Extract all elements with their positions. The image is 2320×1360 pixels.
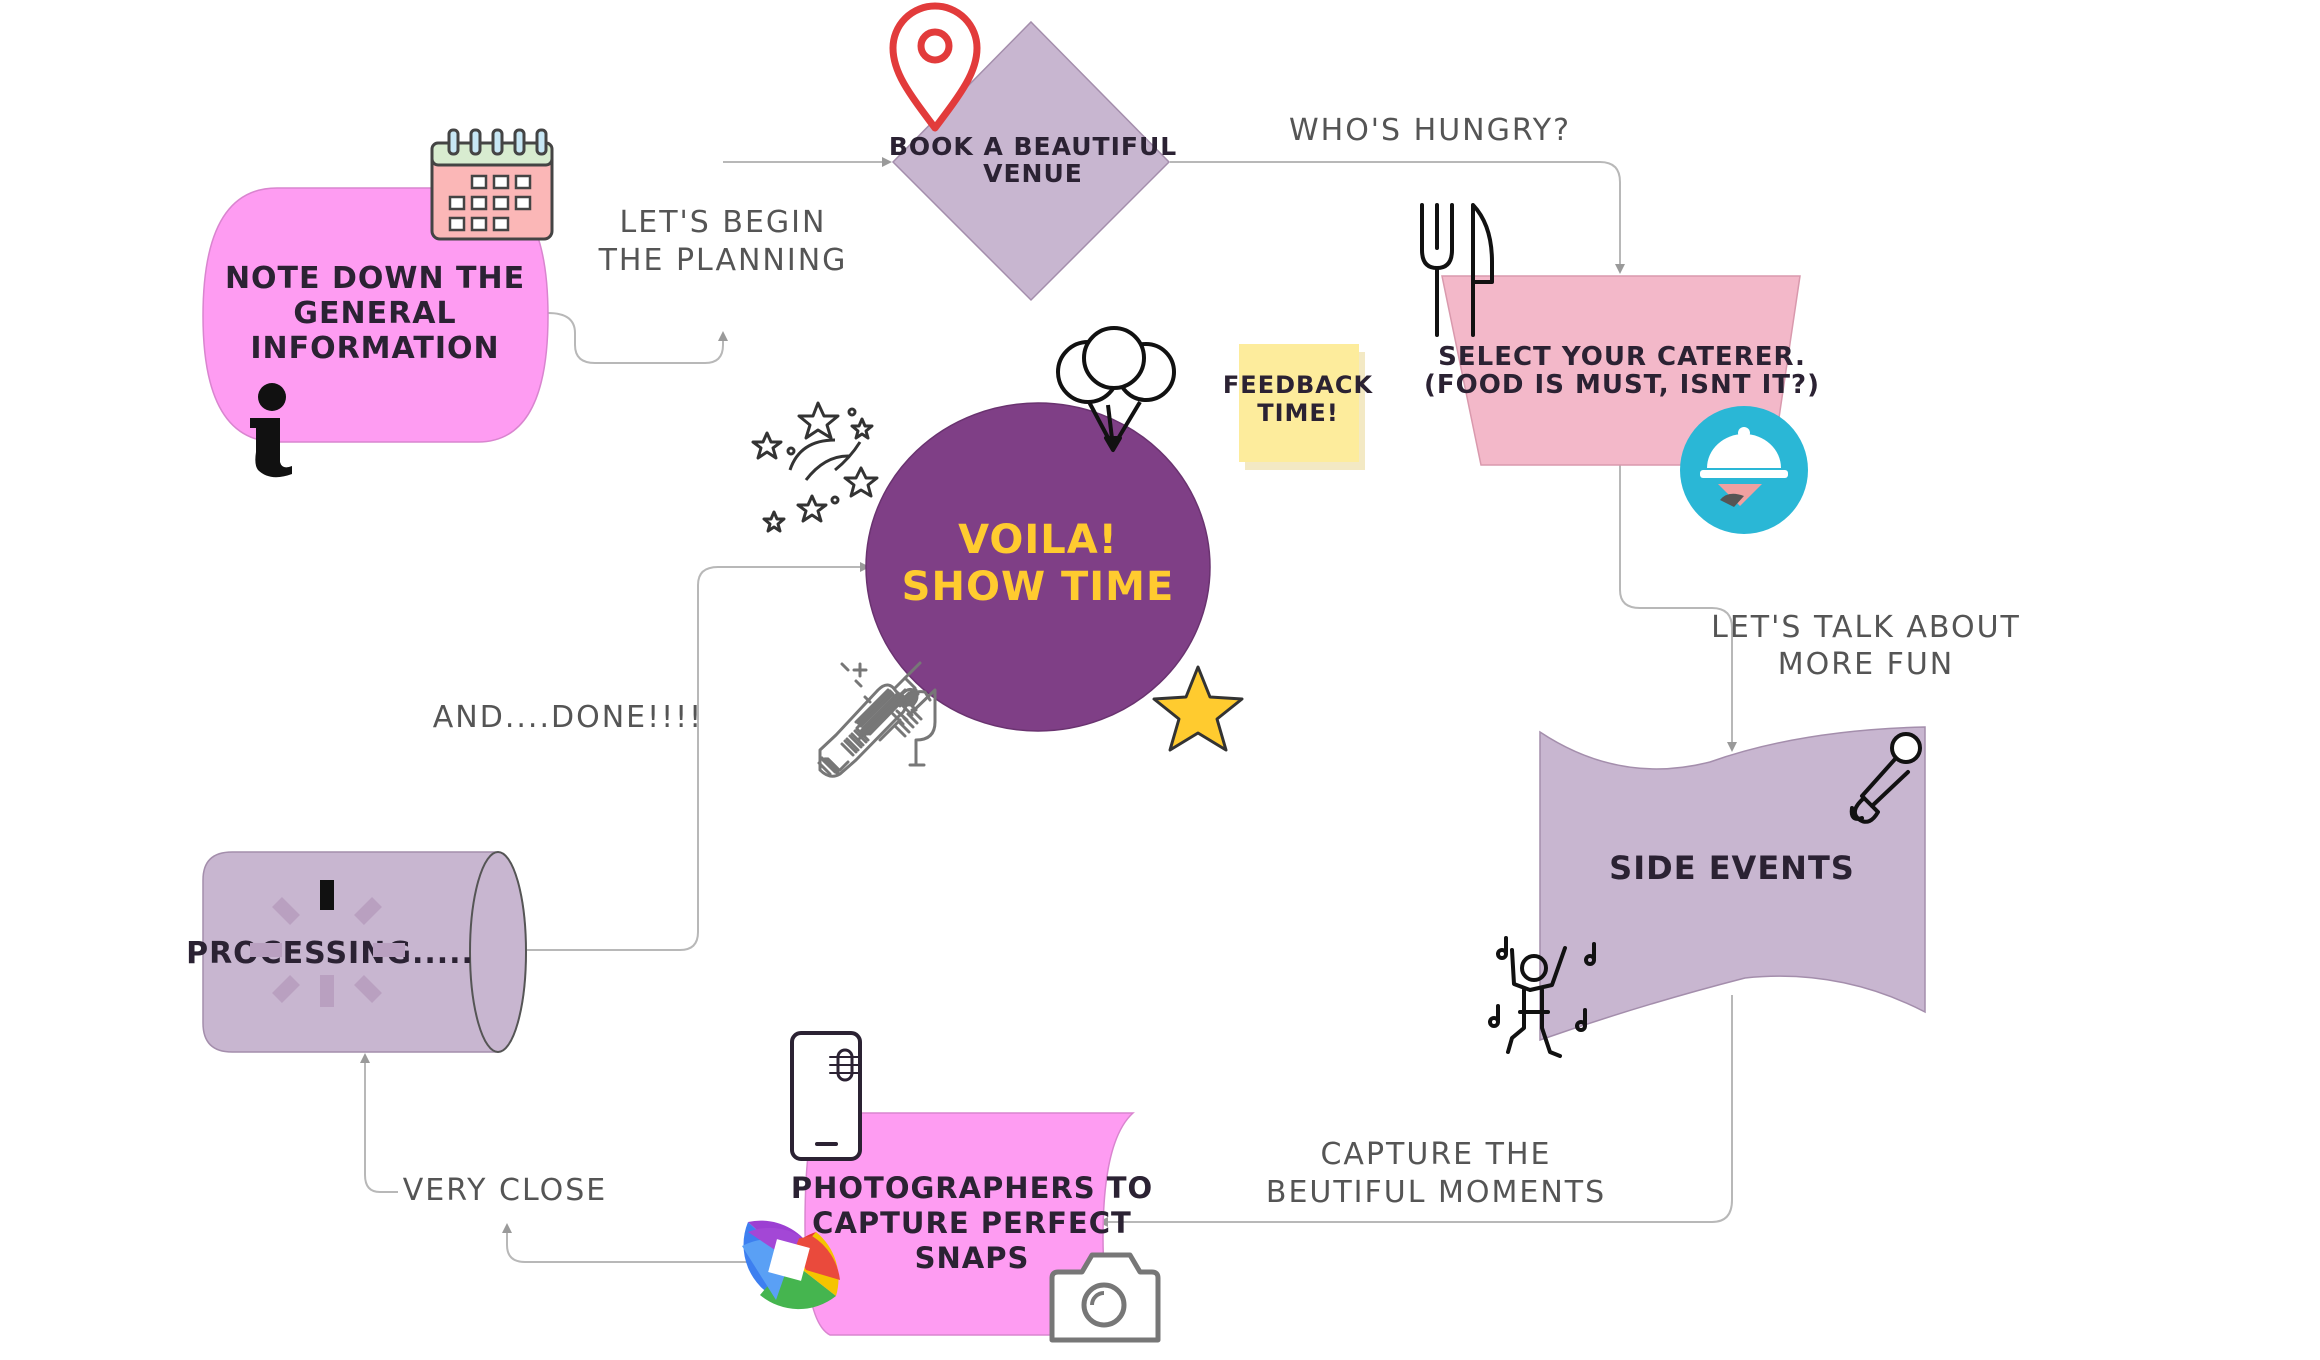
edge-label-done: AND....DONE!!!! (433, 700, 703, 735)
edge-label-begin-line1: LET'S BEGIN (620, 205, 827, 240)
caterer-line2: (FOOD IS MUST, ISNT IT?) (1424, 370, 1820, 400)
sticky-note-line1: FEEDBACK (1223, 371, 1374, 399)
calendar-icon (430, 128, 554, 241)
sticky-note-paper (1239, 344, 1359, 462)
edge-label-fun-line2: MORE FUN (1778, 647, 1955, 682)
edge-label-hungry: WHO'S HUNGRY? (1289, 113, 1571, 148)
info-icon (250, 383, 292, 478)
connector-close-to-processing (360, 1053, 398, 1193)
star-icon (1152, 665, 1244, 752)
processing-label: PROCESSING..... (186, 936, 474, 971)
photographers-line2: CAPTURE PERFECT (812, 1206, 1132, 1240)
microphone-icon (1849, 732, 1922, 824)
connector-venue-to-caterer (1170, 161, 1625, 274)
sticky-note-feedback[interactable]: FEEDBACK TIME! (1223, 344, 1374, 470)
fireworks-icon (751, 401, 879, 533)
edge-label-capture: CAPTURE THE BEUTIFUL MOMENTS (1266, 1137, 1606, 1210)
note-line3: INFORMATION (250, 331, 499, 366)
camera-icon (1049, 1252, 1161, 1343)
connector-processing-to-showtime (525, 562, 870, 951)
photographers-line3: SNAPS (915, 1241, 1030, 1275)
node-note-general-info[interactable]: NOTE DOWN THE GENERAL INFORMATION (202, 187, 549, 443)
connector-side-events-to-photographers (1098, 995, 1733, 1227)
connectors (360, 157, 1737, 1263)
edge-label-capture-line2: BEUTIFUL MOMENTS (1266, 1175, 1606, 1210)
side-events-label: SIDE EVENTS (1609, 849, 1855, 887)
edge-label-fun: LET'S TALK ABOUT MORE FUN (1711, 610, 2021, 682)
edge-label-begin: LET'S BEGIN THE PLANNING (598, 205, 848, 278)
map-pin-icon (889, 2, 981, 132)
node-show-time[interactable]: VOILA! SHOW TIME (865, 402, 1211, 732)
connector-note-to-venue (547, 312, 728, 364)
note-line1: NOTE DOWN THE (225, 261, 525, 296)
connector-photographers-to-processing (502, 1223, 770, 1263)
node-processing[interactable]: PROCESSING..... (186, 851, 527, 1053)
photographers-line1: PHOTOGRAPHERS TO (791, 1171, 1153, 1205)
cutlery-icon (1420, 203, 1494, 337)
caterer-line1: SELECT YOUR CATERER. (1438, 342, 1806, 372)
edge-label-close: VERY CLOSE (403, 1173, 607, 1208)
edge-label-capture-line1: CAPTURE THE (1320, 1137, 1551, 1172)
note-line2: GENERAL (293, 296, 456, 331)
connector-caterer-to-side-events (1619, 465, 1737, 752)
sticky-note-line2: TIME! (1257, 399, 1339, 427)
champagne-icon (817, 661, 937, 778)
food-cloche-icon (1680, 406, 1808, 534)
venue-line1: BOOK A BEAUTIFUL (889, 132, 1177, 161)
venue-line2: VENUE (983, 159, 1083, 188)
show-time-line2: SHOW TIME (902, 564, 1175, 610)
photos-pinwheel-icon (742, 1220, 840, 1310)
loading-spinner-icon (250, 880, 405, 1007)
edge-label-begin-line2: THE PLANNING (598, 243, 848, 278)
node-side-events[interactable]: SIDE EVENTS (1539, 726, 1926, 1042)
balloons-icon (1056, 326, 1176, 452)
note-shape (202, 187, 549, 443)
side-events-shape (1539, 726, 1926, 1042)
dancer-icon (1488, 936, 1596, 1058)
processing-cylinder-cap (469, 851, 527, 1053)
edge-label-fun-line1: LET'S TALK ABOUT (1711, 610, 2021, 645)
smartphone-icon (790, 1031, 862, 1161)
show-time-circle (865, 402, 1211, 732)
show-time-line1: VOILA! (958, 517, 1118, 563)
